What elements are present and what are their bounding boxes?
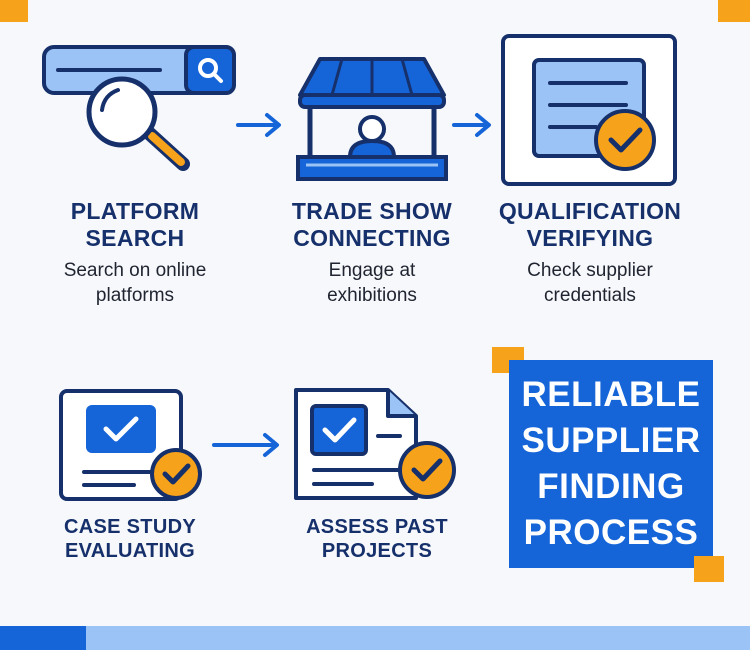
step-title-platform-search: PLATFORM SEARCH <box>70 198 200 251</box>
accent-square-bottom <box>694 556 724 582</box>
step-title-case-study: CASE STUDY EVALUATING <box>64 516 196 562</box>
step-title-assess-projects: ASSESS PAST PROJECTS <box>306 516 448 562</box>
trade-show-booth-icon <box>292 55 452 185</box>
certificate-check-icon <box>500 33 678 187</box>
step-desc-trade-show: Engage at exhibitions <box>327 260 417 306</box>
project-document-check-icon <box>292 386 462 506</box>
step-title-qualification: QUALIFICATION VERIFYING <box>498 198 682 251</box>
step-title-trade-show: TRADE SHOW CONNECTING <box>291 198 453 251</box>
corner-square-top-right <box>718 0 750 22</box>
footer-bar-dark <box>0 626 86 650</box>
step-desc-platform-search: Search on online platforms <box>63 260 207 306</box>
headline-badge: RELIABLE SUPPLIER FINDING PROCESS <box>509 360 713 568</box>
corner-square-top-left <box>0 0 28 22</box>
arrow-right-icon <box>236 112 284 138</box>
arrow-right-icon <box>452 112 494 138</box>
case-study-document-check-icon <box>58 388 206 506</box>
step-desc-qualification: Check supplier credentials <box>527 260 653 306</box>
search-bar-magnifier-icon <box>40 40 240 175</box>
footer-bar-light <box>86 626 750 650</box>
arrow-right-icon <box>212 432 282 458</box>
